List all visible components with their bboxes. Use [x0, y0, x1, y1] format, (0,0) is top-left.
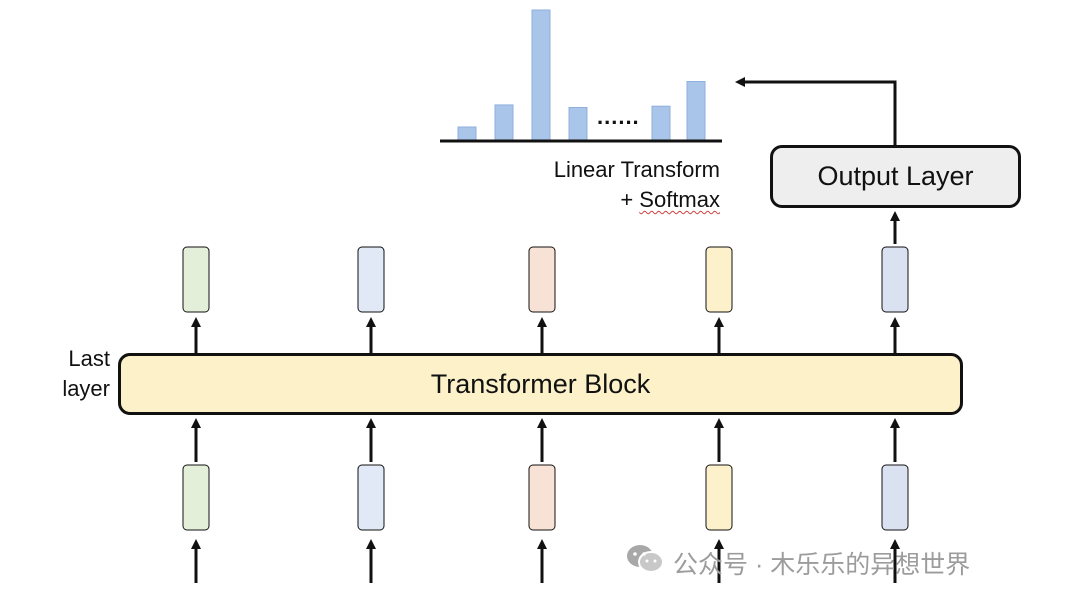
linear-softmax-label: Linear Transform + Softmax: [470, 155, 720, 215]
output-layer-box: Output Layer: [770, 145, 1021, 208]
output-layer-label: Output Layer: [817, 161, 974, 191]
input-token-vector: [528, 464, 556, 531]
softmax-line: + Softmax: [470, 185, 720, 215]
input-token-vector: [705, 464, 733, 531]
last-layer-line1: Last: [68, 346, 110, 371]
input-token-vector: [182, 464, 210, 531]
softmax-prefix: +: [620, 187, 640, 212]
input-token-vector: [881, 464, 909, 531]
softmax-text: Softmax: [639, 187, 720, 212]
probability-bar: [686, 81, 706, 141]
watermark-text: 公众号 · 木乐乐的异想世界: [673, 550, 971, 579]
output-token-vector: [528, 246, 556, 313]
probability-bar: [531, 9, 551, 141]
last-layer-label: Last layer: [40, 344, 110, 404]
ellipsis-dots: ......: [597, 104, 640, 129]
probability-bar: [568, 107, 588, 141]
output-token-vector: [705, 246, 733, 313]
output-token-vector: [182, 246, 210, 313]
probability-bar: [651, 105, 671, 141]
probability-bars: [457, 9, 706, 141]
probability-bar: [457, 126, 477, 141]
transformer-block-label: Transformer Block: [430, 368, 651, 399]
input-token-vector: [357, 464, 385, 531]
token-vectors: [182, 246, 909, 531]
watermark: 公众号 · 木乐乐的异想世界: [625, 543, 970, 582]
linear-transform-text: Linear Transform: [553, 157, 720, 182]
flow-arrows: [191, 211, 900, 583]
probability-bar: [494, 104, 514, 141]
output-token-vector: [881, 246, 909, 313]
wechat-icon: [625, 543, 665, 582]
last-layer-line2: layer: [62, 376, 110, 401]
output-token-vector: [357, 246, 385, 313]
transformer-block: Transformer Block: [118, 353, 963, 415]
